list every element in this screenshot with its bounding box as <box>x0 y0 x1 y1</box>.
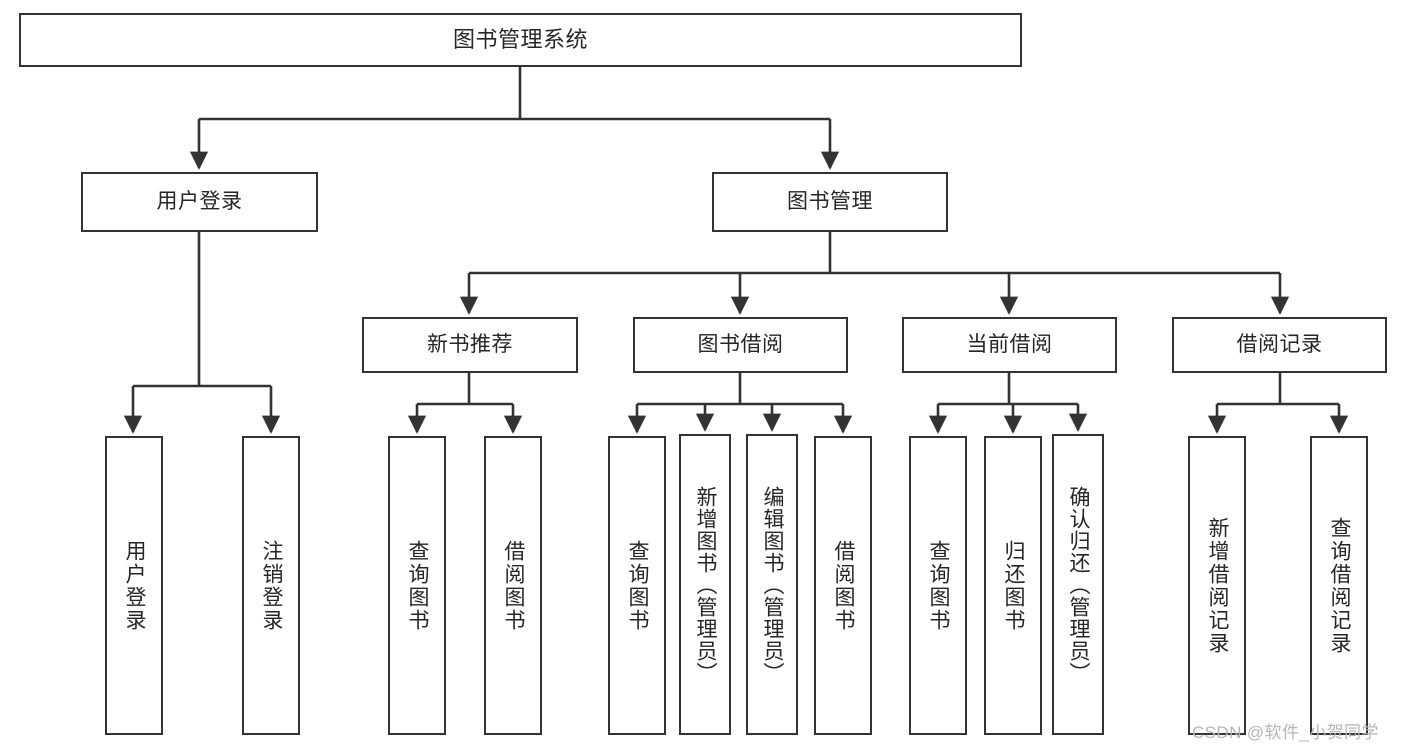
leaf-query-book-3[interactable]: 查询图书 <box>909 436 967 735</box>
node-book-borrow[interactable]: 图书借阅 <box>633 317 848 373</box>
node-book-manage[interactable]: 图书管理 <box>712 172 948 232</box>
leaf-add-record-label: 新增借阅记录 <box>1206 516 1230 655</box>
node-new-book-recommend[interactable]: 新书推荐 <box>362 317 578 373</box>
node-root[interactable]: 图书管理系统 <box>19 13 1022 67</box>
leaf-borrow-book-2-label: 借阅图书 <box>832 539 856 632</box>
leaf-edit-book-label: 编辑图书（管理员） <box>761 485 785 684</box>
leaf-query-book-2-label: 查询图书 <box>626 539 650 632</box>
leaf-query-book-1-label: 查询图书 <box>406 539 430 632</box>
csdn-watermark: CSDN @软件_小贺同学 <box>1192 723 1379 742</box>
node-borrow-record-label: 借阅记录 <box>1236 332 1323 356</box>
leaf-edit-book[interactable]: 编辑图书（管理员） <box>746 434 798 735</box>
node-book-manage-label: 图书管理 <box>787 189 873 213</box>
node-root-label: 图书管理系统 <box>452 27 588 53</box>
leaf-add-book-label: 新增图书（管理员） <box>694 485 718 684</box>
leaf-user-login-label: 用户登录 <box>123 539 147 632</box>
leaf-logout[interactable]: 注销登录 <box>242 436 300 735</box>
leaf-query-record-label: 查询借阅记录 <box>1328 516 1352 655</box>
leaf-query-book-1[interactable]: 查询图书 <box>388 436 446 735</box>
leaf-query-record[interactable]: 查询借阅记录 <box>1310 436 1368 735</box>
node-current-borrow-label: 当前借阅 <box>966 332 1053 356</box>
leaf-query-book-3-label: 查询图书 <box>927 539 951 632</box>
node-current-borrow[interactable]: 当前借阅 <box>902 317 1117 373</box>
leaf-add-book[interactable]: 新增图书（管理员） <box>679 434 731 735</box>
leaf-add-record[interactable]: 新增借阅记录 <box>1188 436 1246 735</box>
leaf-confirm-return-label: 确认归还（管理员） <box>1067 485 1091 684</box>
leaf-return-book[interactable]: 归还图书 <box>984 436 1042 735</box>
leaf-return-book-label: 归还图书 <box>1002 539 1026 632</box>
leaf-user-login[interactable]: 用户登录 <box>105 436 163 735</box>
leaf-confirm-return[interactable]: 确认归还（管理员） <box>1052 434 1104 735</box>
node-user-login-label: 用户登录 <box>156 189 243 213</box>
leaf-query-book-2[interactable]: 查询图书 <box>608 436 666 735</box>
node-new-book-recommend-label: 新书推荐 <box>427 332 513 356</box>
leaf-borrow-book-1[interactable]: 借阅图书 <box>484 436 542 735</box>
node-borrow-record[interactable]: 借阅记录 <box>1172 317 1387 373</box>
node-user-login[interactable]: 用户登录 <box>81 172 318 232</box>
leaf-borrow-book-1-label: 借阅图书 <box>502 539 526 632</box>
node-book-borrow-label: 图书借阅 <box>697 332 784 356</box>
leaf-logout-label: 注销登录 <box>260 539 284 632</box>
leaf-borrow-book-2[interactable]: 借阅图书 <box>814 436 872 735</box>
